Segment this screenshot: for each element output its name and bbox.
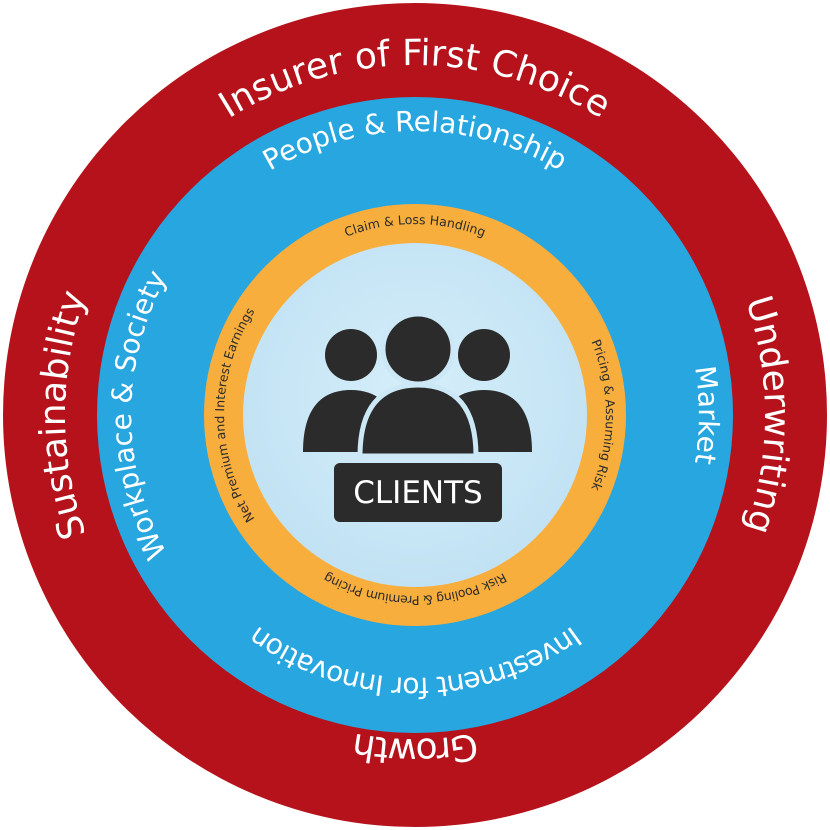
- clients-label: CLIENTS: [353, 475, 482, 511]
- middle-label-right: Market: [688, 364, 725, 467]
- outer-label-bottom: Growth: [349, 725, 480, 772]
- svg-text:Growth: Growth: [349, 725, 480, 772]
- people-group-icon: [303, 311, 532, 459]
- svg-text:Market: Market: [688, 364, 725, 467]
- clients-badge: CLIENTS: [334, 463, 502, 522]
